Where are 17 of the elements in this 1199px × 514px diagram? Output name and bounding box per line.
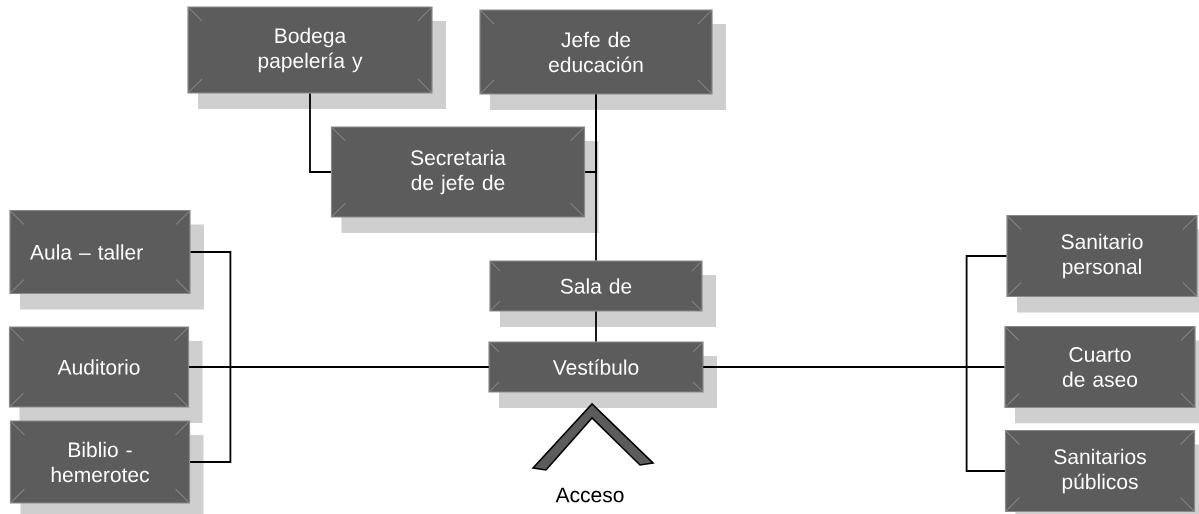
process-box: Sala de <box>489 260 716 327</box>
process-box: Sanitario personal <box>1006 214 1199 313</box>
connector-line <box>309 92 332 173</box>
process-box: Aula – taller <box>9 209 204 310</box>
connector-line <box>702 366 1006 472</box>
process-box: Sanitarios públicos <box>1004 429 1199 514</box>
process-box: Cuarto de aseo <box>1004 325 1199 424</box>
node-label: Acceso <box>555 487 624 503</box>
process-box: Biblio - hemerotec <box>9 420 204 514</box>
process-box: Vestíbulo <box>488 341 717 408</box>
process-box: Jefe de educación <box>479 9 726 110</box>
process-box: Secretaria de jefe de <box>330 126 599 233</box>
process-box: Bodega papelería y <box>187 6 446 109</box>
connector-line <box>595 93 597 262</box>
process-box: Auditorio <box>8 326 203 423</box>
connector-line <box>189 366 490 463</box>
connector-line <box>595 310 597 343</box>
